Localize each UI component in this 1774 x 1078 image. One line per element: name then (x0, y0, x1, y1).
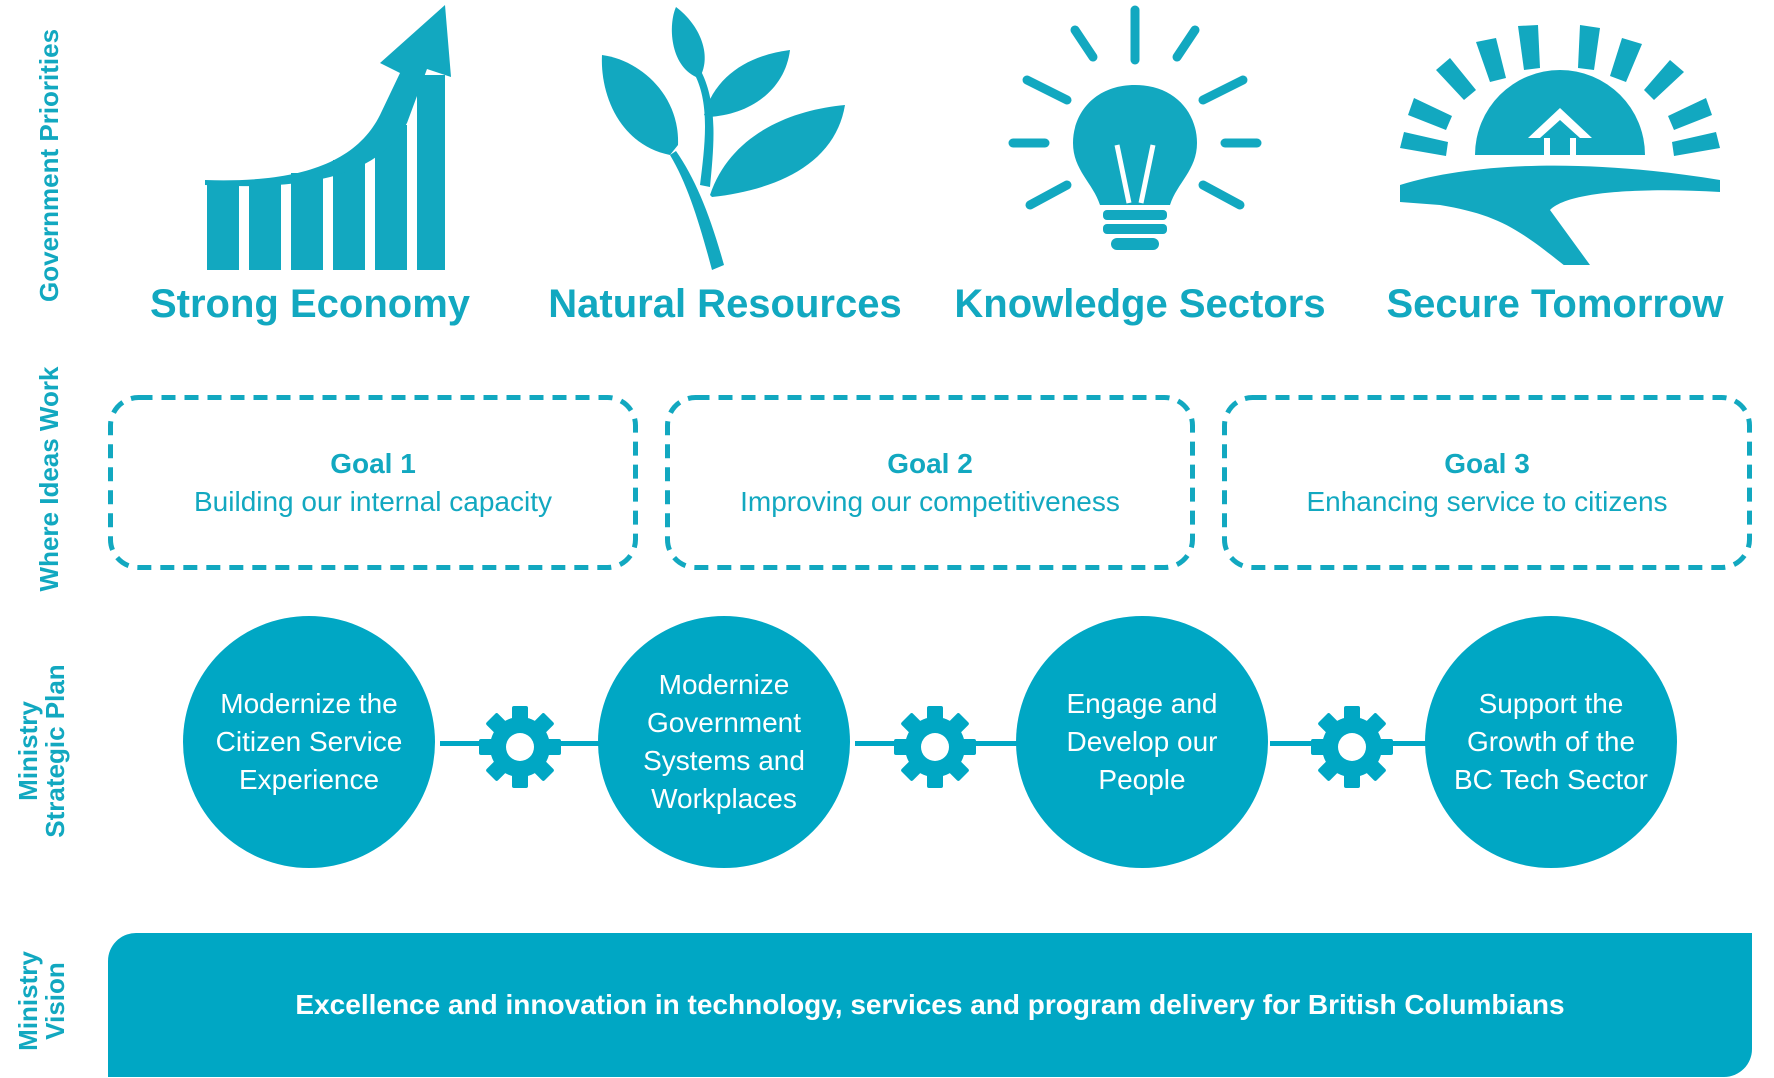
strategic-text: Modernize Government Systems and Workpla… (643, 669, 805, 814)
vision-bar: Excellence and innovation in technology,… (108, 933, 1752, 1077)
priority-label-economy: Strong Economy (149, 282, 471, 326)
goal-box-border (108, 395, 638, 570)
strategic-text: Support the Growth of the BC Tech Sector (1453, 688, 1649, 795)
goal-box-1: Goal 1 Building our internal capacity (108, 395, 638, 570)
goal-box-2: Goal 2 Improving our competitiveness (665, 395, 1195, 570)
priority-label-knowledge: Knowledge Sectors (954, 282, 1326, 326)
strategic-circle-4: Support the Growth of the BC Tech Sector (1425, 616, 1677, 868)
priority-label-resources: Natural Resources (548, 282, 902, 326)
row-label-strategic-line2: Strategic Plan (40, 664, 71, 838)
goal-box-border (1222, 395, 1752, 570)
row-label-ideas: Where Ideas Work (34, 366, 64, 592)
row-label-strategic-line1: Ministry (13, 701, 43, 801)
sunrise-icon (1400, 25, 1720, 265)
strategic-text: Engage and Develop our People (1066, 688, 1218, 795)
row-label-priorities: Government Priorities (34, 28, 64, 302)
priority-label-secure: Secure Tomorrow (1386, 282, 1724, 326)
goal-title: Goal 1 (330, 448, 416, 479)
gear-icon (894, 706, 976, 788)
goal-box-border (665, 395, 1195, 570)
goal-description: Enhancing service to citizens (1306, 486, 1668, 517)
strategic-text: Modernize the Citizen Service Experience (215, 688, 403, 795)
row-label-strategic: Ministry Strategic Plan (13, 661, 85, 841)
goal-title: Goal 3 (1444, 448, 1530, 479)
growth-chart-icon (205, 5, 451, 270)
gear-icon (1311, 706, 1393, 788)
gear-icon (479, 706, 561, 788)
row-label-vision-line2: Vision (40, 962, 71, 1040)
goal-box-3: Goal 3 Enhancing service to citizens (1222, 395, 1752, 570)
row-label-vision: Ministry Vision (13, 951, 85, 1051)
strategic-circle-3: Engage and Develop our People (1016, 616, 1268, 868)
row-label-vision-line1: Ministry (13, 951, 43, 1051)
goal-description: Improving our competitiveness (740, 486, 1120, 517)
plant-icon (601, 7, 845, 270)
lightbulb-icon (1008, 5, 1262, 250)
strategic-circle-2: Modernize Government Systems and Workpla… (598, 616, 850, 868)
goal-title: Goal 2 (887, 448, 973, 479)
goal-description: Building our internal capacity (194, 486, 552, 517)
vision-text: Excellence and innovation in technology,… (295, 989, 1565, 1020)
strategic-circle-1: Modernize the Citizen Service Experience (183, 616, 435, 868)
